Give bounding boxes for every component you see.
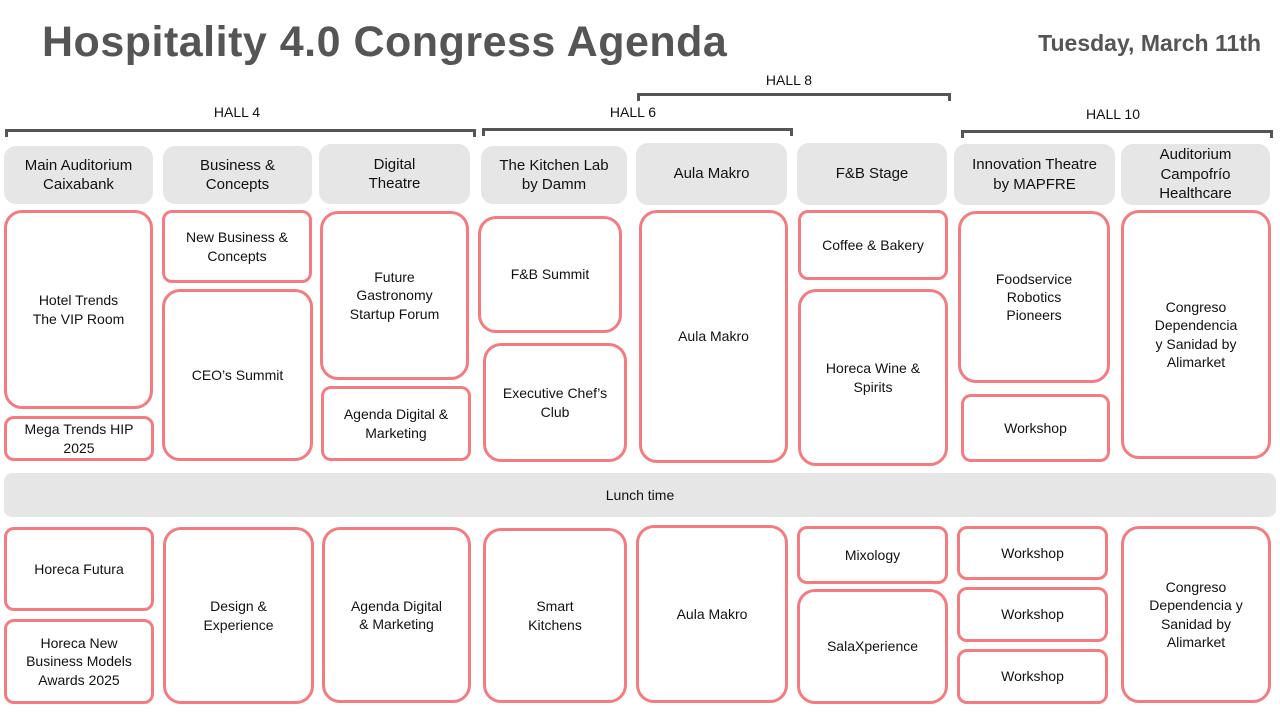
page-title: Hospitality 4.0 Congress Agenda [42, 18, 728, 66]
session-card[interactable]: Workshop [957, 526, 1108, 580]
session-card[interactable]: Coffee & Bakery [798, 210, 948, 280]
session-card[interactable]: Aula Makro [639, 210, 788, 463]
session-card[interactable]: Foodservice Robotics Pioneers [958, 211, 1110, 383]
session-card[interactable]: Executive Chef’s Club [483, 343, 627, 462]
session-card[interactable]: CEO’s Summit [162, 289, 313, 461]
hall-bracket [961, 130, 1273, 138]
hall-bracket [5, 129, 476, 137]
session-card[interactable]: Aula Makro [636, 525, 788, 703]
session-card[interactable]: Workshop [961, 394, 1110, 462]
session-card[interactable]: Future Gastronomy Startup Forum [320, 211, 469, 380]
session-card[interactable]: Horeca New Business Models Awards 2025 [4, 619, 154, 704]
room-header: Innovation Theatre by MAPFRE [954, 144, 1115, 205]
session-card[interactable]: Smart Kitchens [483, 528, 627, 703]
lunch-break: Lunch time [4, 473, 1276, 517]
hall-label: HALL 8 [765, 72, 813, 88]
session-card[interactable]: New Business & Concepts [162, 210, 312, 283]
session-card[interactable]: Agenda Digital & Marketing [321, 386, 471, 461]
hall-bracket [482, 128, 793, 136]
hall-label: HALL 6 [609, 104, 657, 120]
session-card[interactable]: Mixology [797, 526, 948, 584]
session-card[interactable]: Design & Experience [163, 527, 314, 704]
hall-label: HALL 4 [213, 104, 261, 120]
hall-label: HALL 10 [1086, 106, 1140, 122]
session-card[interactable]: Workshop [957, 649, 1108, 704]
room-header: Main Auditorium Caixabank [4, 146, 153, 204]
hall-bracket [637, 93, 951, 101]
session-card[interactable]: Congreso Dependencia y Sanidad by Alimar… [1121, 526, 1271, 703]
room-header: The Kitchen Lab by Damm [481, 146, 627, 204]
session-card[interactable]: Horeca Wine & Spirits [798, 289, 948, 466]
room-header: Aula Makro [636, 143, 787, 205]
session-card[interactable]: Hotel Trends The VIP Room [4, 210, 153, 409]
session-card[interactable]: SalaXperience [797, 589, 948, 704]
agenda-date: Tuesday, March 11th [1038, 30, 1261, 56]
session-card[interactable]: Horeca Futura [4, 527, 154, 611]
room-header: Business & Concepts [163, 146, 312, 204]
room-header: Digital Theatre [319, 144, 470, 204]
session-card[interactable]: Mega Trends HIP 2025 [4, 416, 154, 461]
session-card[interactable]: F&B Summit [478, 216, 622, 333]
session-card[interactable]: Agenda Digital & Marketing [322, 527, 471, 703]
room-header: Auditorium Campofrío Healthcare [1121, 144, 1270, 205]
session-card[interactable]: Congreso Dependencia y Sanidad by Alimar… [1121, 210, 1271, 459]
room-header: F&B Stage [797, 143, 947, 205]
session-card[interactable]: Workshop [957, 587, 1108, 642]
